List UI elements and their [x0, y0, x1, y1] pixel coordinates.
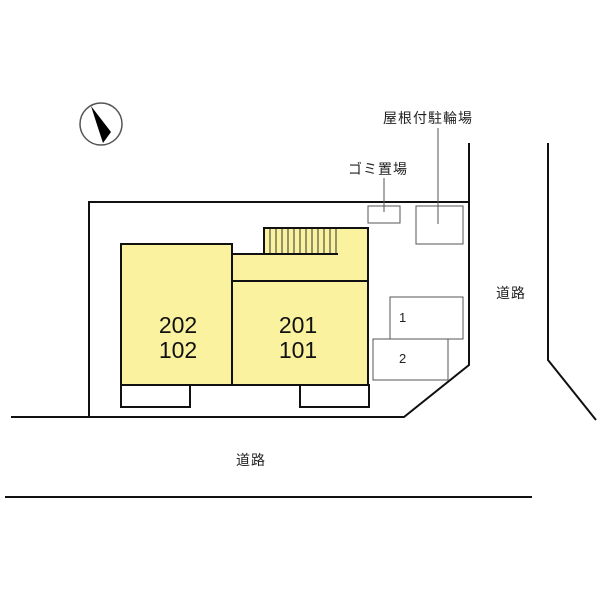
unit-number-lower: 101: [278, 337, 318, 363]
staircase: [264, 229, 338, 255]
unit-block-left: [120, 243, 233, 386]
unit-number-lower: 102: [158, 337, 198, 363]
parking-space-2: [372, 338, 449, 381]
bicycle-parking-label: 屋根付駐輪場: [383, 111, 473, 127]
unit-number-upper: 202: [158, 312, 198, 338]
unit-number-upper: 201: [278, 312, 318, 338]
bicycle-parking-area: [415, 205, 464, 245]
unit-label-left: 202 102: [148, 313, 208, 363]
north-arrow-icon: [79, 102, 123, 146]
road-label-right: 道路: [496, 286, 526, 302]
road-edge-right: [547, 143, 597, 421]
parking-number-1: 1: [399, 310, 407, 325]
road-label-bottom: 道路: [236, 453, 266, 469]
garbage-area-label: ゴミ置場: [348, 162, 408, 178]
lot-boundary: [11, 143, 470, 418]
parking-number-2: 2: [399, 351, 407, 366]
balcony-left: [120, 384, 191, 408]
unit-label-right: 201 101: [268, 313, 328, 363]
building: [120, 227, 370, 408]
balcony-right: [299, 384, 370, 408]
